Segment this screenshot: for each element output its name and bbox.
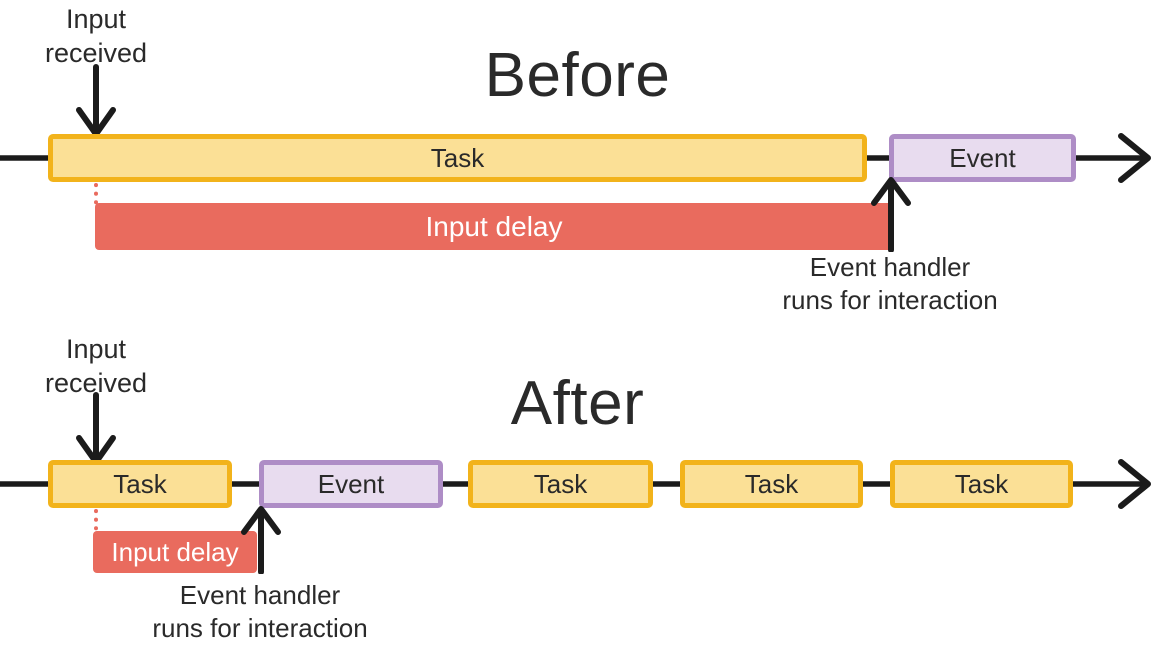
- task-box: Task: [890, 460, 1073, 508]
- task-box: Task: [48, 460, 232, 508]
- after-title: After: [510, 369, 645, 438]
- input-received-line1: Input: [65, 334, 127, 364]
- input-received-arrow-down-icon: [76, 64, 116, 137]
- input-received-label: Input received: [16, 2, 176, 70]
- input-received-line2: received: [44, 38, 148, 68]
- input-delay-dotted-connector: [94, 183, 98, 206]
- event-handler-label: Event handler runs for interaction: [130, 579, 390, 645]
- task-box-label: Task: [954, 468, 1009, 499]
- event-box: Event: [259, 460, 443, 508]
- input-received-label: Input received: [16, 332, 176, 400]
- event-handler-line1: Event handler: [179, 580, 341, 610]
- task-box: Task: [680, 460, 863, 508]
- event-handler-line2: runs for interaction: [782, 285, 998, 315]
- input-delay-label: Input delay: [111, 536, 239, 567]
- input-delay-dotted-connector: [94, 509, 98, 532]
- task-box: Task: [468, 460, 653, 508]
- event-handler-line1: Event handler: [809, 252, 971, 282]
- event-box-label: Event: [949, 142, 1016, 173]
- input-received-line1: Input: [65, 4, 127, 34]
- input-delay-label: Input delay: [425, 210, 563, 242]
- event-handler-line2: runs for interaction: [152, 613, 368, 643]
- event-handler-label: Event handler runs for interaction: [760, 251, 1020, 317]
- event-box: Event: [889, 134, 1076, 182]
- before-title: Before: [484, 41, 671, 110]
- task-box-label: Task: [113, 468, 167, 499]
- event-handler-arrow-up-icon: [871, 177, 911, 252]
- input-delay-bar: Input delay: [93, 531, 257, 573]
- task-box-label: Task: [533, 468, 588, 499]
- event-box-label: Event: [317, 468, 385, 499]
- input-delay-bar: Input delay: [95, 203, 893, 250]
- task-box-label: Task: [744, 468, 799, 499]
- task-box-label: Task: [430, 142, 485, 173]
- event-handler-arrow-up-icon: [241, 506, 281, 574]
- task-box: Task: [48, 134, 867, 182]
